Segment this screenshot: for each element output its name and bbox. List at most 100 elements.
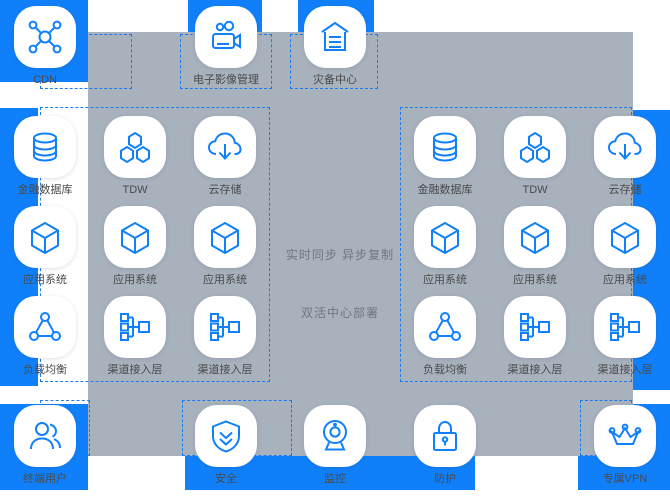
node-right-ch1[interactable]: 渠道接入层: [490, 296, 580, 377]
node-protection-tile[interactable]: [414, 405, 476, 467]
node-end-user[interactable]: 终端用户: [0, 405, 90, 486]
cloud-download-icon: [206, 128, 244, 166]
node-vpn-tile[interactable]: [594, 405, 656, 467]
shield-icon: [209, 419, 243, 453]
users-icon: [27, 418, 63, 454]
node-right-db[interactable]: 金融数据库: [400, 116, 490, 197]
node-right-ch2[interactable]: 渠道接入层: [580, 296, 670, 377]
hexagons-icon: [118, 130, 152, 164]
node-left-ch2-tile[interactable]: [194, 296, 256, 358]
database-icon: [27, 129, 63, 165]
crown-icon: [607, 418, 643, 454]
node-left-app3[interactable]: 应用系统: [180, 206, 270, 287]
cube-icon: [118, 220, 152, 254]
node-dr-center-tile[interactable]: [304, 6, 366, 68]
node-left-app1-tile[interactable]: [14, 206, 76, 268]
node-right-app3-tile[interactable]: [594, 206, 656, 268]
node-right-tdw-tile[interactable]: [504, 116, 566, 178]
database-icon: [427, 129, 463, 165]
hierarchy-icon: [118, 310, 152, 344]
node-right-ch2-label: 渠道接入层: [597, 364, 653, 376]
node-left-tdw-tile[interactable]: [104, 116, 166, 178]
node-right-ch1-label: 渠道接入层: [507, 364, 563, 376]
cloud-download-icon: [606, 128, 644, 166]
lock-icon: [428, 419, 462, 453]
node-left-app1[interactable]: 应用系统: [0, 206, 90, 287]
node-security-tile[interactable]: [195, 405, 257, 467]
node-left-ch1-tile[interactable]: [104, 296, 166, 358]
node-left-app2[interactable]: 应用系统: [90, 206, 180, 287]
node-right-ch2-tile[interactable]: [594, 296, 656, 358]
node-right-lb[interactable]: 负载均衡: [400, 296, 490, 377]
node-protection[interactable]: 防护: [400, 405, 490, 486]
node-left-app2-label: 应用系统: [113, 274, 157, 286]
hierarchy-icon: [518, 310, 552, 344]
node-imaging-tile[interactable]: [195, 6, 257, 68]
node-right-tdw[interactable]: TDW: [490, 116, 580, 197]
node-left-db[interactable]: 金融数据库: [0, 116, 90, 197]
node-left-ch2[interactable]: 渠道接入层: [180, 296, 270, 377]
load-balancer-icon: [28, 310, 62, 344]
hexagons-icon: [518, 130, 552, 164]
node-left-ch1[interactable]: 渠道接入层: [90, 296, 180, 377]
node-monitoring[interactable]: 监控: [290, 405, 380, 486]
node-right-app3[interactable]: 应用系统: [580, 206, 670, 287]
node-cdn[interactable]: CDN: [0, 6, 90, 87]
node-left-tdw-label: TDW: [122, 184, 148, 196]
cube-icon: [428, 220, 462, 254]
node-left-lb[interactable]: 负载均衡: [0, 296, 90, 377]
node-right-app1[interactable]: 应用系统: [400, 206, 490, 287]
node-left-cos-tile[interactable]: [194, 116, 256, 178]
node-right-cos-label: 云存储: [608, 184, 642, 196]
caption-deploy: 双活中心部署: [300, 306, 379, 320]
node-right-app3-label: 应用系统: [603, 274, 647, 286]
node-left-db-tile[interactable]: [14, 116, 76, 178]
node-right-ch1-tile[interactable]: [504, 296, 566, 358]
video-camera-icon: [207, 18, 245, 56]
node-right-tdw-label: TDW: [522, 184, 548, 196]
node-imaging[interactable]: 电子影像管理: [181, 6, 271, 87]
node-monitoring-label: 监控: [324, 473, 346, 485]
node-right-app2-label: 应用系统: [513, 274, 557, 286]
node-left-app3-tile[interactable]: [194, 206, 256, 268]
node-right-app1-tile[interactable]: [414, 206, 476, 268]
cube-icon: [518, 220, 552, 254]
node-security-label: 安全: [215, 473, 237, 485]
hierarchy-icon: [208, 310, 242, 344]
node-right-lb-tile[interactable]: [414, 296, 476, 358]
node-right-app2-tile[interactable]: [504, 206, 566, 268]
node-dr-center[interactable]: 灾备中心: [290, 6, 380, 87]
node-vpn[interactable]: 专属VPN: [580, 405, 670, 486]
node-monitoring-tile[interactable]: [304, 405, 366, 467]
cube-icon: [608, 220, 642, 254]
node-end-user-label: 终端用户: [23, 473, 67, 485]
node-right-db-tile[interactable]: [414, 116, 476, 178]
node-right-lb-label: 负载均衡: [423, 364, 467, 376]
camera-monitor-icon: [317, 418, 353, 454]
node-left-tdw[interactable]: TDW: [90, 116, 180, 197]
node-cdn-tile[interactable]: [14, 6, 76, 68]
load-balancer-icon: [428, 310, 462, 344]
node-end-user-tile[interactable]: [14, 405, 76, 467]
node-imaging-label: 电子影像管理: [193, 74, 259, 86]
network-hub-icon: [26, 18, 64, 56]
node-left-app1-label: 应用系统: [23, 274, 67, 286]
node-left-lb-tile[interactable]: [14, 296, 76, 358]
node-left-cos-label: 云存储: [208, 184, 242, 196]
caption-sync: 实时同步 异步复制: [285, 248, 395, 262]
node-right-app2[interactable]: 应用系统: [490, 206, 580, 287]
node-left-cos[interactable]: 云存储: [180, 116, 270, 197]
node-left-ch1-label: 渠道接入层: [107, 364, 163, 376]
node-left-db-label: 金融数据库: [17, 184, 73, 196]
node-left-app3-label: 应用系统: [203, 274, 247, 286]
node-left-app2-tile[interactable]: [104, 206, 166, 268]
node-cdn-label: CDN: [33, 74, 57, 86]
node-left-lb-label: 负载均衡: [23, 364, 67, 376]
bank-building-icon: [316, 18, 354, 56]
node-right-app1-label: 应用系统: [423, 274, 467, 286]
node-right-cos[interactable]: 云存储: [580, 116, 670, 197]
node-security[interactable]: 安全: [181, 405, 271, 486]
node-right-cos-tile[interactable]: [594, 116, 656, 178]
cube-icon: [28, 220, 62, 254]
